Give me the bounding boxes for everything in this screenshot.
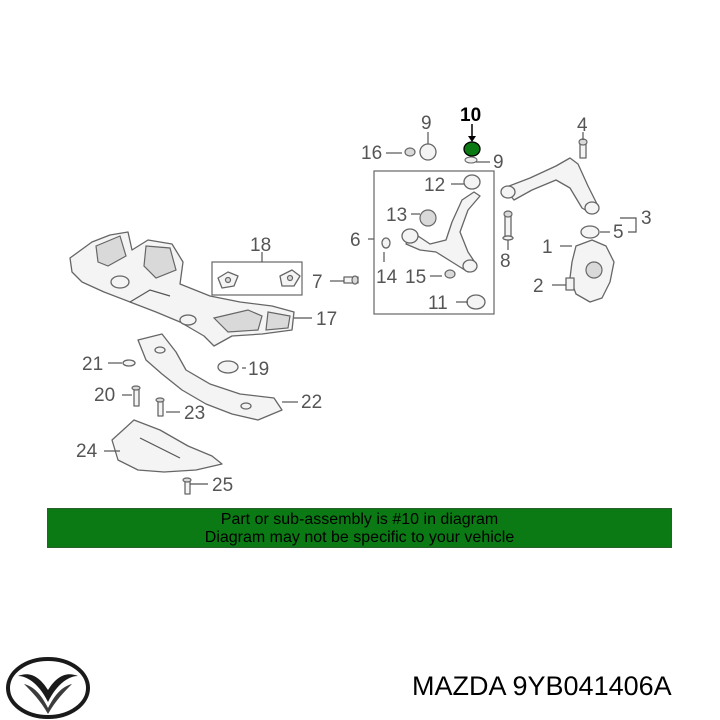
callout-18: 18 (250, 235, 271, 256)
callout-23: 23 (184, 403, 205, 424)
bolt-part-7 (343, 275, 359, 285)
callout-16: 16 (361, 143, 382, 164)
callout-6: 6 (350, 230, 361, 251)
callout-8: 8 (500, 251, 511, 272)
callout-10-highlighted: 10 (460, 105, 481, 126)
mazda-logo-icon (6, 657, 90, 719)
small-parts (122, 359, 239, 495)
callout-25: 25 (212, 475, 233, 496)
callout-11: 11 (428, 293, 448, 314)
callout-7: 7 (312, 272, 323, 293)
subframe-part (69, 231, 295, 347)
info-banner: Part or sub-assembly is #10 in diagram D… (47, 508, 672, 548)
callout-19: 19 (248, 359, 269, 380)
callout-15: 15 (405, 267, 426, 288)
callout-9b: 9 (493, 152, 504, 173)
banner-line-2: Diagram may not be specific to your vehi… (204, 529, 515, 546)
leader-lines (104, 132, 610, 485)
callout-24: 24 (76, 441, 98, 462)
callout-5: 5 (613, 222, 624, 243)
callout-21: 21 (82, 354, 103, 375)
reinforcement-plate-part (137, 333, 283, 421)
callout-13: 13 (386, 205, 407, 226)
highlighted-part-10 (463, 124, 481, 164)
knuckle-part (565, 239, 615, 303)
upper-bushing-part (404, 132, 437, 161)
callout-17: 17 (316, 309, 337, 330)
brand-part-number: MAZDA 9YB041406A (412, 671, 672, 701)
control-arm-inset (368, 170, 495, 315)
callout-14: 14 (376, 267, 398, 288)
bracket-set-part (211, 252, 303, 296)
callout-20: 20 (94, 385, 115, 406)
under-cover-part (111, 419, 223, 473)
callout-22: 22 (301, 392, 322, 413)
bolt-part-8 (502, 210, 514, 241)
upper-arm-part (500, 138, 637, 239)
callout-labels: 1 2 3 4 5 6 7 8 9 9 10 11 12 13 14 15 16… (76, 105, 652, 496)
callout-4: 4 (577, 115, 588, 136)
callout-2: 2 (533, 276, 544, 297)
callout-3: 3 (641, 208, 652, 229)
callout-1: 1 (542, 237, 553, 258)
callout-9a: 9 (421, 113, 432, 134)
callout-12: 12 (424, 175, 445, 196)
banner-line-1: Part or sub-assembly is #10 in diagram (220, 511, 499, 528)
